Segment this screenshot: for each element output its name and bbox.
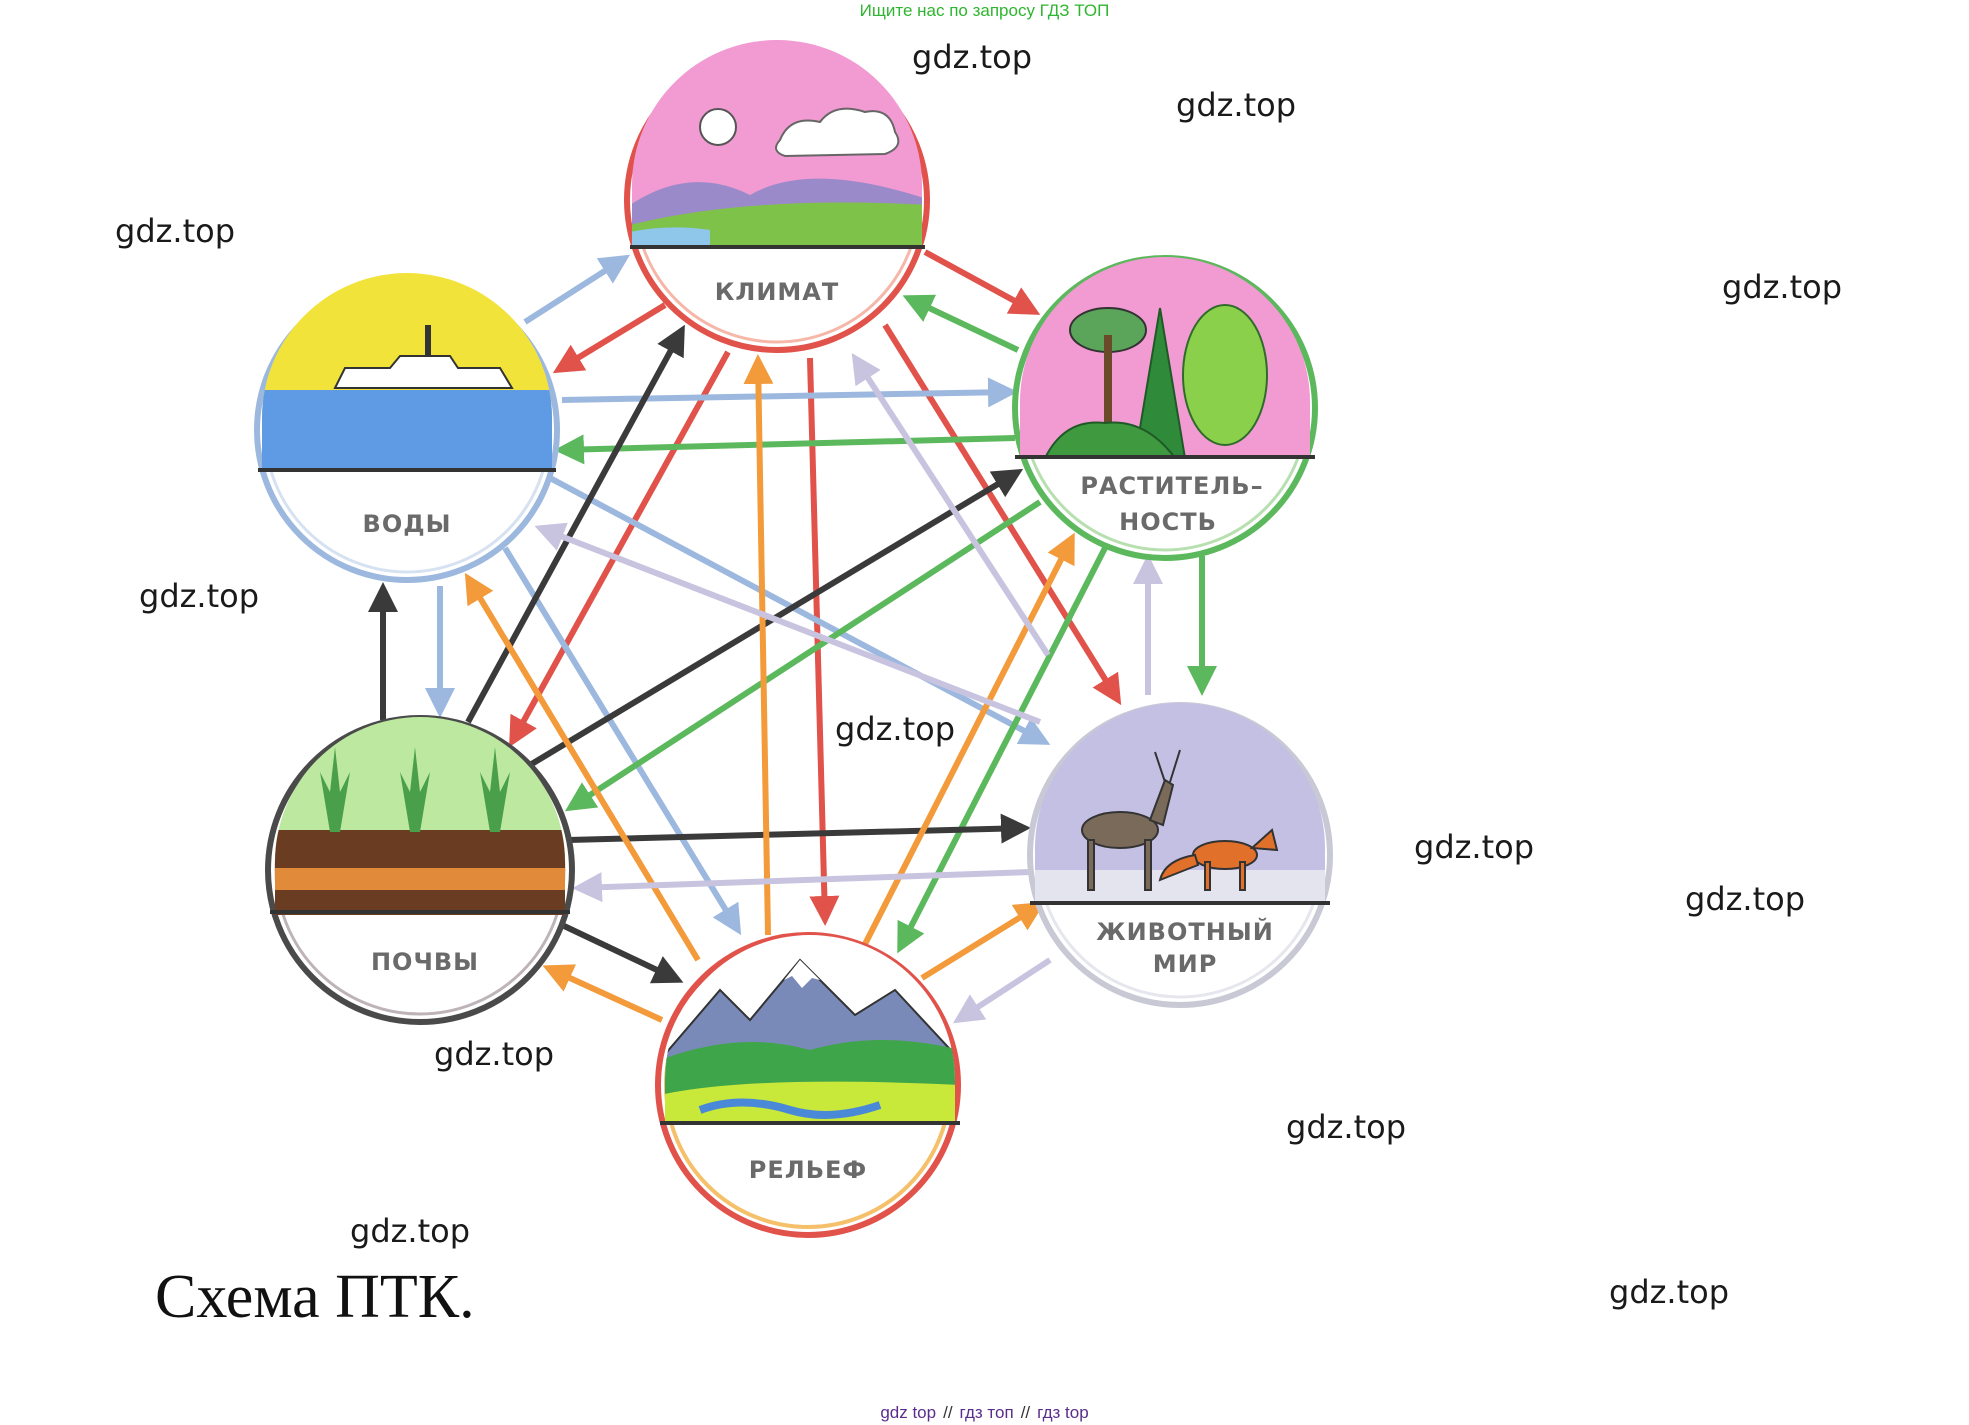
- footer-links: gdz top // гдз топ // гдз top: [0, 1403, 1969, 1423]
- soil-picture: [275, 717, 565, 915]
- arrow-soil-to-animals: [567, 813, 1031, 844]
- arrow-animals-to-relief: [952, 957, 1052, 1024]
- relief-picture: [665, 935, 955, 1125]
- plant-icon: [320, 747, 350, 832]
- node-label-animals-2: МИР: [1153, 950, 1218, 978]
- watermark-text: gdz.top: [350, 1212, 471, 1250]
- arrow-vegetation-to-water: [554, 434, 1016, 465]
- node-label-vegetation-2: НОСТЬ: [1119, 508, 1217, 536]
- node-relief: РЕЛЬЕФ: [655, 932, 961, 1238]
- arrow-relief-to-water: [464, 572, 701, 962]
- sun-icon: [699, 108, 737, 146]
- arrow-water-to-animals: [548, 475, 1051, 745]
- water-picture: [262, 273, 552, 470]
- arrow-climate-to-relief: [807, 357, 840, 926]
- arrow-vegetation-to-soil: [564, 499, 1042, 812]
- arrow-water-to-relief: [502, 546, 742, 936]
- tree-icon: [1133, 307, 1187, 458]
- node-label-climate: КЛИМАТ: [715, 278, 839, 306]
- arrow-relief-to-vegetation: [859, 532, 1075, 952]
- arrow-climate-to-vegetation: [923, 249, 1041, 315]
- node-label-soil: ПОЧВЫ: [371, 948, 479, 976]
- fox-icon: [1158, 828, 1279, 891]
- footer-separator: //: [943, 1403, 953, 1422]
- footer-separator: //: [1020, 1403, 1031, 1422]
- arrow-soil-to-climate: [465, 324, 685, 724]
- node-water: ВОДЫ: [254, 273, 560, 583]
- climate-picture: [632, 40, 922, 245]
- arrow-climate-to-water: [552, 302, 667, 374]
- node-label-animals-1: ЖИВОТНЫЙ: [1096, 917, 1274, 946]
- footer-link-gdz-top-ru[interactable]: гдз топ: [959, 1403, 1014, 1422]
- arrow-soil-to-relief: [560, 922, 684, 984]
- animals-picture: [1035, 703, 1325, 905]
- arrow-relief-to-animals: [920, 901, 1046, 981]
- arrow-animals-to-soil: [572, 869, 1031, 903]
- watermark-text: gdz.top: [139, 577, 260, 615]
- node-label-water: ВОДЫ: [363, 510, 452, 538]
- watermark-text: gdz.top: [912, 38, 1033, 76]
- watermark-text: gdz.top: [434, 1035, 555, 1073]
- vegetation-picture: [1020, 257, 1310, 458]
- arrow-vegetation-to-climate: [902, 294, 1020, 353]
- footer-link-gdz-top[interactable]: gdz top: [880, 1403, 937, 1422]
- node-vegetation: РАСТИТЕЛЬ– НОСТЬ: [1012, 255, 1318, 561]
- watermark-text: gdz.top: [1414, 828, 1535, 866]
- node-climate: КЛИМАТ: [624, 40, 930, 353]
- arrows: [368, 249, 1217, 1024]
- arrow-animals-to-climate: [851, 352, 1051, 657]
- watermark-text: gdz.top: [835, 710, 956, 748]
- arrow-water-to-vegetation: [561, 377, 1018, 408]
- arrow-animals-to-water: [534, 522, 1042, 725]
- watermark-text: gdz.top: [1176, 86, 1297, 124]
- arrow-relief-to-soil: [542, 964, 664, 1023]
- arrow-vegetation-to-relief: [897, 546, 1108, 954]
- diagram-caption: Схема ПТК.: [155, 1263, 475, 1331]
- watermark-text: gdz.top: [115, 212, 236, 250]
- watermark-text: gdz.top: [1722, 268, 1843, 306]
- watermark-text: gdz.top: [1609, 1273, 1730, 1311]
- node-soil: ПОЧВЫ: [265, 715, 575, 1025]
- search-banner: Ищите нас по запросу ГДЗ ТОП: [859, 1, 1110, 20]
- deer-icon: [1081, 749, 1181, 891]
- watermark-text: gdz.top: [1286, 1108, 1407, 1146]
- watermark-text: gdz.top: [1685, 880, 1806, 918]
- arrow-water-to-climate: [523, 254, 631, 325]
- arrow-relief-to-climate: [743, 354, 774, 936]
- arrow-climate-to-animals: [882, 323, 1122, 706]
- node-label-relief: РЕЛЬЕФ: [749, 1156, 867, 1184]
- node-label-vegetation-1: РАСТИТЕЛЬ–: [1080, 472, 1263, 500]
- footer-link-gdz-top-mixed[interactable]: гдз top: [1037, 1403, 1089, 1422]
- ship-icon: [333, 355, 514, 389]
- arrow-climate-to-soil: [509, 350, 731, 748]
- node-animals: ЖИВОТНЫЙ МИР: [1027, 702, 1333, 1008]
